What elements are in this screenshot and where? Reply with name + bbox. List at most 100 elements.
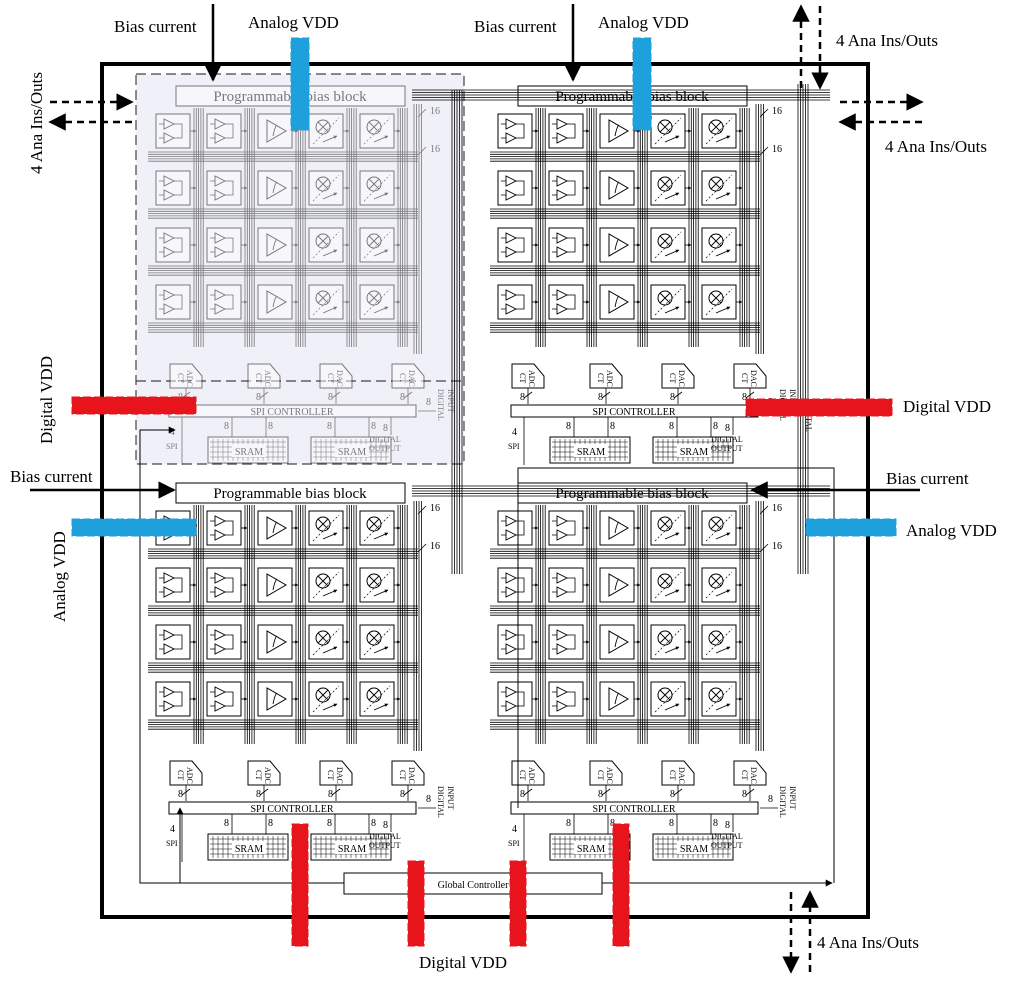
amplifier-wiring: [501, 577, 525, 593]
cell-box: [206, 567, 242, 603]
amplifier-wiring: [501, 180, 525, 196]
analog-cell: [548, 567, 590, 603]
digital-vdd-rail: [509, 860, 527, 947]
wire: [403, 391, 413, 399]
bus-width-label: 8: [566, 818, 571, 829]
multiplier-cross: [710, 518, 722, 530]
quadrants: Programmable bias block1616CTADC8CTADC8C…: [148, 85, 797, 862]
bus-width-label: 8: [713, 421, 718, 432]
tunable-arrow: [715, 703, 731, 711]
sram-label-bg: [335, 444, 369, 457]
wire: [331, 788, 341, 796]
bus-width-label: 16: [772, 503, 782, 514]
analog-vdd-rail: [632, 37, 652, 131]
converter-box: [247, 363, 281, 389]
tunable-arrow: [664, 135, 680, 143]
analog-cell: [548, 624, 590, 660]
analog-cell: [650, 567, 692, 603]
multiplier-cross: [659, 235, 671, 247]
tunable-arrow: [322, 135, 338, 143]
cell-box: [497, 510, 533, 546]
cell-box: [308, 113, 344, 149]
analog-cell: [257, 510, 299, 546]
converter-box: [511, 363, 545, 389]
wire: [417, 543, 427, 553]
sram-label-bg: [677, 841, 711, 854]
sram-label-bg: [677, 444, 711, 457]
multiplier-cross: [317, 518, 329, 530]
analog-cell: [359, 170, 401, 206]
digital-output-label: DIGITAL: [711, 832, 743, 841]
cell-box: [497, 567, 533, 603]
cell-box: [155, 170, 191, 206]
converter-label: ADC: [605, 767, 614, 784]
converter-label: CT: [398, 373, 407, 383]
tunable-arrow: [373, 703, 389, 711]
digital-output-label: DIGITAL: [369, 435, 401, 444]
analog-cell: [548, 681, 590, 717]
cell-box: [206, 681, 242, 717]
converter-label: CT: [740, 373, 749, 383]
cell-box: [206, 510, 242, 546]
cell-box: [359, 624, 395, 660]
cell-box: [308, 624, 344, 660]
analog-cell: [206, 510, 248, 546]
tunable-arrow: [715, 249, 731, 257]
wire: [759, 543, 769, 553]
wire: [759, 146, 769, 156]
analog-cell: [308, 681, 350, 717]
multiplier-cross: [317, 121, 329, 133]
analog-cell: [257, 227, 299, 263]
analog-cell: [155, 227, 197, 263]
amplifier-wiring: [159, 123, 183, 139]
analog-cell: [206, 567, 248, 603]
digital-output-label: OUTPUT: [711, 444, 743, 453]
cell-box: [701, 284, 737, 320]
analog-cell: [548, 510, 590, 546]
converter-label: ADC: [263, 767, 272, 784]
tunable-arrow: [715, 589, 731, 597]
power-rails: [71, 37, 897, 947]
sram-label-bg: [232, 841, 266, 854]
analog-cell: [650, 510, 692, 546]
bus-width-label: 8: [426, 397, 431, 408]
analog-cell: [206, 227, 248, 263]
amplifier-wiring: [210, 123, 234, 139]
analog-cell: [308, 284, 350, 320]
integral-sign: [614, 521, 620, 534]
bus-width-label: 8: [328, 392, 333, 403]
analog-cell: [155, 567, 197, 603]
analog-cell: [650, 681, 692, 717]
digital-input-label: INPUT: [788, 786, 797, 810]
cell-box: [155, 227, 191, 263]
programmable-bias-label: Programmable bias block: [213, 89, 367, 105]
tunable-arrow: [373, 532, 389, 540]
integral-sign: [272, 635, 278, 648]
bus-width-label: 8: [327, 818, 332, 829]
analog-cell: [359, 227, 401, 263]
converter-label: CT: [668, 373, 677, 383]
wire: [673, 391, 683, 399]
cell-box: [701, 170, 737, 206]
programmable-bias-label: Programmable bias block: [555, 486, 709, 502]
cell-box: [308, 510, 344, 546]
multiplier-cross: [710, 121, 722, 133]
amplifier-wiring: [159, 634, 183, 650]
cell-box: [359, 681, 395, 717]
analog-cell: [497, 567, 539, 603]
bus-width-label: 8: [178, 789, 183, 800]
sram-label: SRAM: [680, 447, 708, 458]
cell-box: [497, 170, 533, 206]
bus-width-label: 8: [520, 789, 525, 800]
integral-sign: [614, 578, 620, 591]
multiplier-cross: [710, 292, 722, 304]
tunable-arrow: [373, 192, 389, 200]
cell-box: [308, 170, 344, 206]
